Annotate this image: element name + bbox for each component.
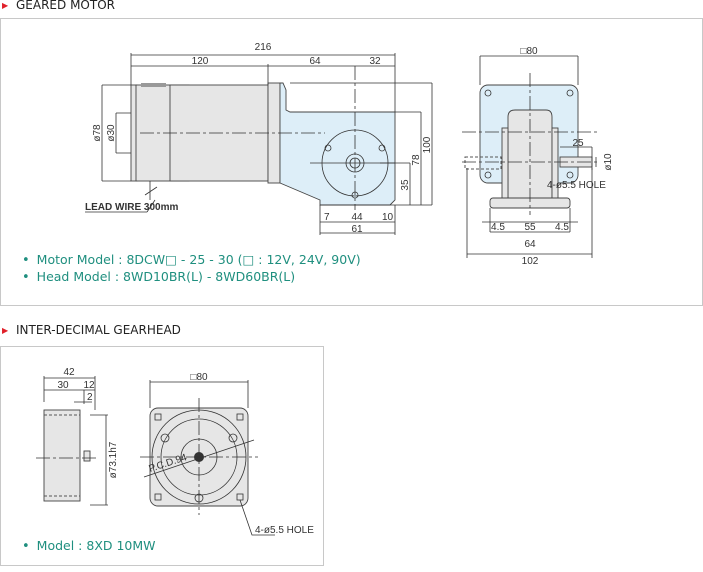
dim-foot-55: 55: [524, 222, 536, 233]
gearhead-side-view: 42 30 12 2 ø73.1h7: [36, 367, 119, 506]
title-text: INTER-DECIMAL GEARHEAD: [16, 323, 181, 337]
geared-motor-specs: Motor Model : 8DCW□ - 25 - 30 (□ : 12V, …: [22, 252, 361, 286]
dim-shaft-dia10: ø10: [603, 153, 614, 171]
dim-total-length: 216: [255, 42, 272, 53]
gearhead-specs: Model : 8XD 10MW: [22, 538, 156, 555]
dim-foot-64: 64: [524, 239, 536, 250]
dim-head-length: 64: [309, 56, 321, 67]
dim-length-30: 30: [57, 380, 69, 391]
dim-length-2: 2: [87, 392, 93, 403]
dim-shaft-offset: 32: [369, 56, 381, 67]
spec-model: Model : 8XD 10MW: [22, 538, 156, 555]
dim-motor-length: 120: [192, 56, 209, 67]
hole-label: 4-ø5.5 HOLE: [547, 180, 606, 191]
motor-front-view: □80 25 ø10 4-ø5.5 HOLE 4.5 55 4.5 64 102: [462, 46, 614, 267]
hole-label: 4-ø5.5 HOLE: [255, 525, 314, 536]
dim-base-44: 44: [351, 212, 363, 223]
dim-height-100: 100: [422, 136, 433, 153]
dim-shaft-25: 25: [572, 138, 584, 149]
dim-base-61: 61: [351, 224, 363, 235]
dim-foot-4.5-right: 4.5: [555, 222, 569, 233]
arrow-icon: ▶: [2, 325, 9, 335]
dim-base-7: 7: [324, 212, 330, 223]
arrow-icon: ▶: [2, 0, 9, 10]
lead-wire-label: LEAD WIRE 300mm: [85, 202, 178, 213]
title-text: GEARED MOTOR: [16, 0, 115, 12]
spec-motor-model: Motor Model : 8DCW□ - 25 - 30 (□ : 12V, …: [22, 252, 361, 269]
dim-dia-73: ø73.1h7: [108, 441, 119, 478]
gearhead-front-view: □80 P.C.D.94 4-ø5.5 HOLE: [140, 372, 314, 536]
dim-length-12: 12: [83, 380, 95, 391]
motor-side-view: 216 120 64 32 ø78 ø30 100 78 35 7 44 10 …: [85, 42, 433, 235]
dim-height-78: 78: [411, 154, 422, 166]
spec-head-model: Head Model : 8WD10BR(L) - 8WD60BR(L): [22, 269, 361, 286]
dim-length-42: 42: [63, 367, 75, 378]
dim-foot-4.5-left: 4.5: [491, 222, 505, 233]
dim-dia30: ø30: [106, 124, 117, 142]
dim-height-35: 35: [400, 179, 411, 191]
dim-total-102: 102: [522, 256, 539, 267]
section-title-gearhead: ▶ INTER-DECIMAL GEARHEAD: [0, 323, 181, 337]
dim-square-80: □80: [190, 372, 208, 383]
dim-base-10: 10: [382, 212, 394, 223]
dim-dia78: ø78: [92, 124, 103, 142]
section-title-geared-motor: ▶ GEARED MOTOR: [0, 0, 115, 12]
dim-square-80: □80: [520, 46, 538, 57]
